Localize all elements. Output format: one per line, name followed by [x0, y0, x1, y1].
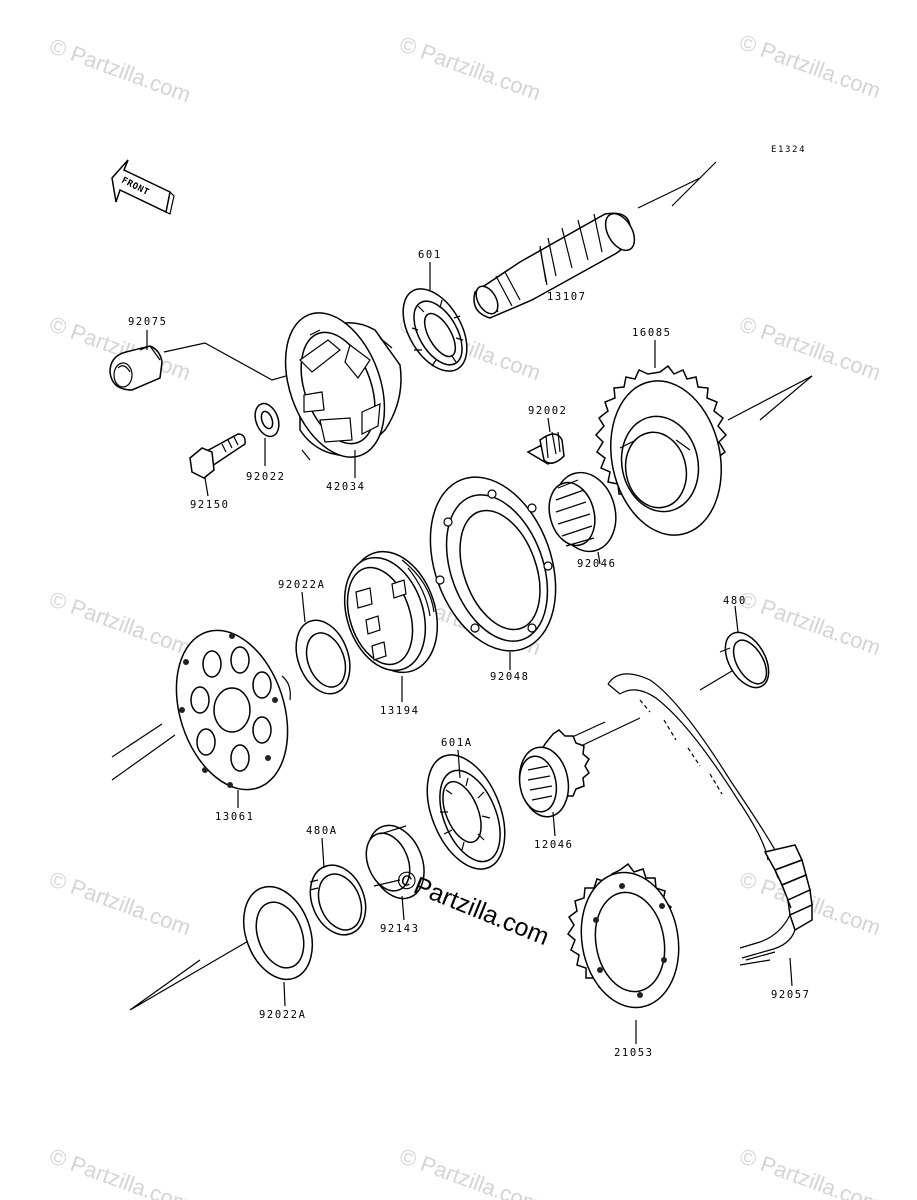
diagram-code: E1324	[771, 145, 806, 155]
hub-13061	[175, 629, 291, 791]
leader-480	[734, 605, 739, 633]
bearing-92046	[548, 471, 617, 553]
bearing-601	[402, 288, 468, 372]
part-label-92046: 92046	[577, 558, 617, 570]
axis-lines	[111, 161, 813, 1011]
circlip-480a	[309, 864, 367, 936]
gear-16085	[594, 364, 728, 536]
clutch-13194	[343, 550, 439, 674]
watermark: © Partzilla.com	[46, 866, 194, 940]
leader-92046	[597, 551, 601, 565]
part-label-92150: 92150	[190, 499, 230, 511]
circlip-480	[719, 631, 770, 689]
washer-92022	[254, 402, 280, 438]
collar-92143	[365, 824, 425, 900]
part-label-92022: 92022	[246, 471, 286, 483]
part-label-12046: 12046	[534, 839, 574, 851]
leader-601a	[457, 749, 461, 779]
leader-480a	[321, 837, 325, 869]
part-label-92022a-top: 92022A	[278, 579, 326, 591]
part-label-13061: 13061	[215, 811, 255, 823]
bearing-601a	[426, 754, 506, 870]
part-label-13107: 13107	[547, 291, 587, 303]
watermark: © Partzilla.com	[396, 31, 544, 105]
leader-12046	[552, 811, 556, 837]
watermark: © Partzilla.com	[396, 1143, 544, 1200]
part-label-92143: 92143	[380, 923, 420, 935]
watermark: © Partzilla.com	[46, 586, 194, 660]
leader-92022a-top	[301, 591, 306, 623]
part-label-92075: 92075	[128, 316, 168, 328]
washer-92022a-top	[295, 619, 351, 695]
leader-92150	[204, 477, 209, 497]
part-label-42034: 42034	[326, 481, 366, 493]
part-labels: 601 13107 92075 16085 92002 42034 92022 …	[128, 249, 811, 1059]
center-watermark: ©Partzilla.com	[393, 865, 553, 951]
part-label-92022a-bottom: 92022A	[259, 1009, 307, 1021]
sprocket-12046	[518, 729, 590, 818]
housing-42034	[284, 312, 402, 461]
shaft-13107	[473, 212, 636, 319]
part-label-92057: 92057	[771, 989, 811, 1001]
leader-92022a-bottom	[283, 981, 286, 1007]
leader-92057	[789, 957, 793, 987]
part-label-480a: 480A	[306, 825, 338, 837]
front-arrow-icon: FRONT	[111, 159, 175, 215]
leader-92002	[547, 417, 551, 433]
watermark: © Partzilla.com	[736, 29, 884, 103]
bolt-92002	[526, 431, 565, 465]
part-label-601: 601	[418, 249, 442, 261]
watermark: © Partzilla.com	[736, 1143, 884, 1200]
part-label-92048: 92048	[490, 671, 530, 683]
watermark: © Partzilla.com	[736, 311, 884, 385]
watermark: © Partzilla.com	[46, 1143, 194, 1200]
washer-92022a-bottom	[242, 885, 314, 981]
part-label-601a: 601A	[441, 737, 473, 749]
watermark: © Partzilla.com	[46, 33, 194, 107]
sprocket-21053	[567, 862, 680, 1009]
leader-13107	[539, 247, 548, 286]
bolt-92150	[189, 433, 246, 479]
part-label-92002: 92002	[528, 405, 568, 417]
part-label-480: 480	[723, 595, 747, 607]
part-label-16085: 16085	[632, 327, 672, 339]
ring-92048	[429, 476, 557, 652]
leader-92143	[401, 895, 405, 921]
chain-92057	[607, 673, 813, 959]
part-label-21053: 21053	[614, 1047, 654, 1059]
damper-92075	[109, 345, 163, 391]
part-label-13194: 13194	[380, 705, 420, 717]
